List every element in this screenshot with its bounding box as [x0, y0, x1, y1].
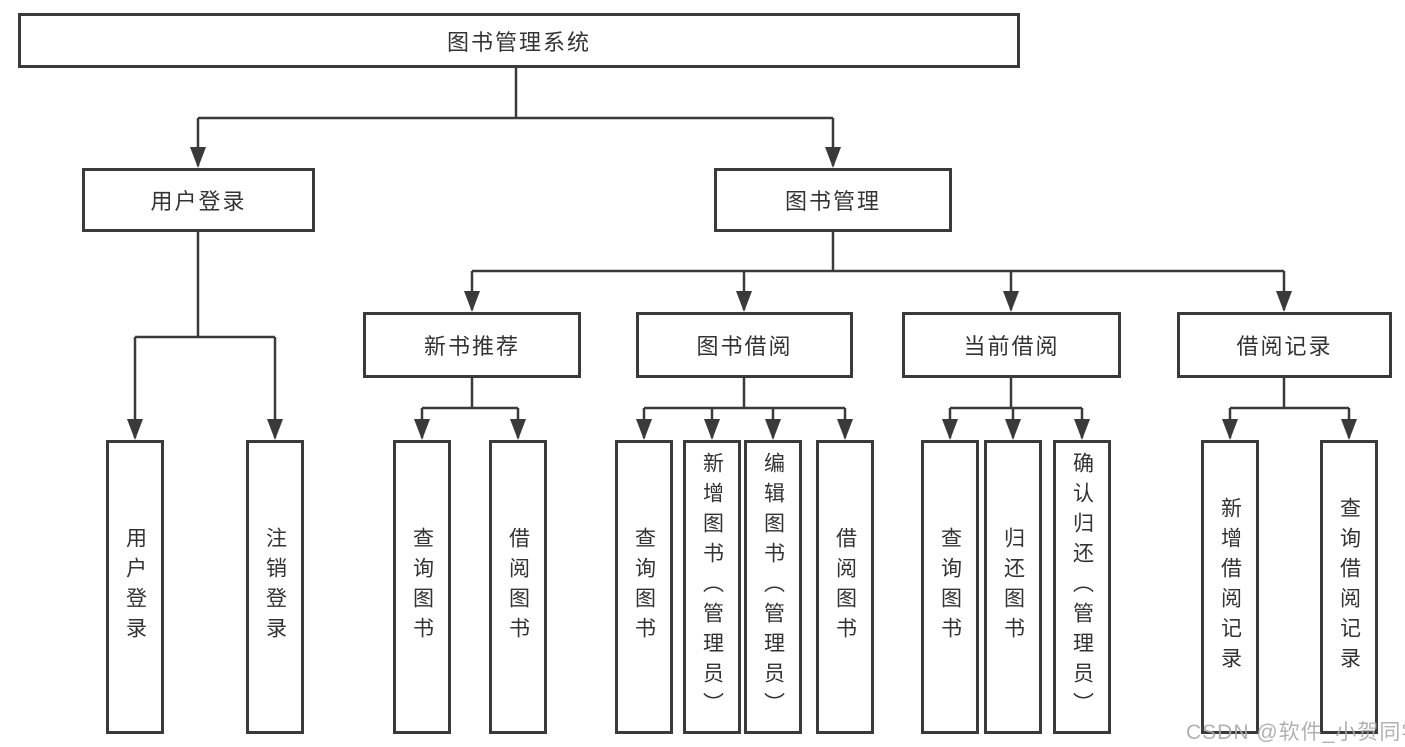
node-user-login: 用户登录 [82, 168, 315, 232]
arrowhead-icons [127, 147, 1357, 440]
node-label: 图书借阅 [696, 334, 793, 359]
leaf-confirm-return-admin: 确认归还（管理员） [1053, 440, 1111, 734]
node-borrowing-records: 借阅记录 [1177, 312, 1392, 378]
node-label: 图书管理系统 [446, 29, 591, 55]
node-library-management-system: 图书管理系统 [18, 13, 1020, 68]
node-label: 查询借阅记录 [1337, 497, 1361, 677]
node-current-borrowing: 当前借阅 [902, 312, 1121, 378]
node-book-borrowing: 图书借阅 [636, 312, 853, 378]
leaf-add-borrow-record: 新增借阅记录 [1201, 440, 1259, 734]
node-label: 新增借阅记录 [1218, 497, 1242, 677]
node-label: 确认归还（管理员） [1070, 452, 1094, 722]
node-label: 新书推荐 [423, 334, 520, 359]
leaf-query-books-borrowing: 查询图书 [615, 440, 673, 734]
node-book-management: 图书管理 [714, 168, 952, 232]
leaf-logout: 注销登录 [246, 440, 304, 734]
connector-path [133, 68, 1351, 438]
leaf-edit-books-admin: 编辑图书（管理员） [744, 440, 802, 734]
node-label: 归还图书 [1001, 527, 1025, 647]
node-label: 借阅图书 [506, 527, 530, 647]
leaf-borrow-books-borrowing: 借阅图书 [816, 440, 874, 734]
node-label: 当前借阅 [963, 334, 1060, 359]
leaf-user-login: 用户登录 [106, 440, 164, 734]
node-label: 查询图书 [410, 527, 434, 647]
leaf-query-books-current: 查询图书 [921, 440, 979, 734]
node-label: 借阅图书 [833, 527, 857, 647]
node-label: 查询图书 [938, 527, 962, 647]
leaf-query-books-new-book: 查询图书 [393, 440, 451, 734]
leaf-borrow-books-new-book: 借阅图书 [489, 440, 547, 734]
node-label: 编辑图书（管理员） [761, 452, 785, 722]
node-label: 新增图书（管理员） [700, 452, 724, 722]
node-label: 用户登录 [150, 189, 247, 214]
leaf-return-books: 归还图书 [984, 440, 1042, 734]
leaf-query-borrow-record: 查询借阅记录 [1320, 440, 1378, 734]
node-label: 注销登录 [263, 527, 287, 647]
node-label: 查询图书 [632, 527, 656, 647]
node-label: 借阅记录 [1236, 334, 1333, 359]
watermark: CSDN @软件_小贺同学 [1186, 721, 1405, 744]
node-new-book-recommendation: 新书推荐 [363, 312, 581, 378]
leaf-add-books-admin: 新增图书（管理员） [683, 440, 741, 734]
node-label: 用户登录 [123, 527, 147, 647]
node-label: 图书管理 [784, 189, 881, 214]
